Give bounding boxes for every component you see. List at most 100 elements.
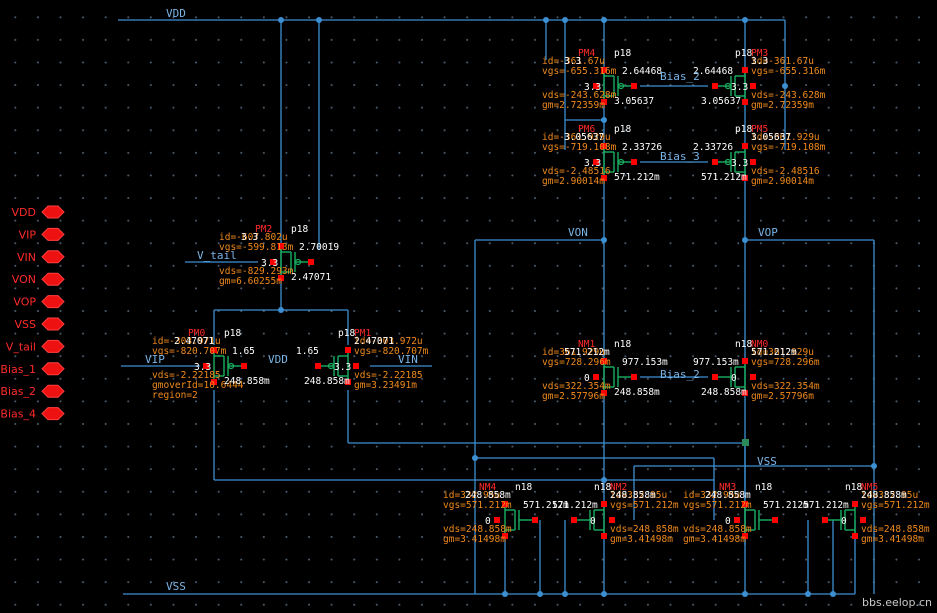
wires [118,19,875,595]
pin-bias_1[interactable]: Bias_1 [0,362,65,376]
op-param: vds=-243.628m [751,90,826,101]
device-model: p18 [614,124,631,135]
device-model: p18 [291,224,308,235]
device-name: NM1 [578,339,595,350]
op-param: gm=2.72359m [542,100,605,111]
transistor-nm5[interactable]: NM5n18id=332.95uvgs=571.212mvds=248.858m… [803,482,930,545]
node-voltage: 3.3 [194,362,211,373]
node-voltage: 3.3 [334,362,351,373]
op-param: vgs=571.212m [443,500,512,511]
op-param: id=332.95u [443,490,500,501]
op-param: gm=3.41498m [861,534,924,545]
pin-bias_2[interactable]: Bias_2 [0,384,65,398]
op-param: vds=-2.48516 [542,166,611,177]
op-param: gm=2.90014m [751,176,814,187]
node-voltage: 3.05637 [614,96,654,107]
op-param: id=-361.929u [542,132,611,143]
pin-list[interactable]: VDD VIP VIN VON VOP VSS V_tailBias_1Bias_2Bias… [0,205,65,421]
node-voltage: 571.212m [751,347,797,358]
op-param: vgs=571.212m [861,500,930,511]
node-voltage: 3.3 [731,82,748,93]
transistor-pm1[interactable]: PM1p18id=-303.972uvgs=-820.707mvds=-2.22… [296,328,429,391]
op-param: id=-361.67u [751,56,814,67]
node-voltage: 571.212m [523,500,569,511]
op-param: vds=-243.628m [542,90,617,101]
pin-vip[interactable]: VIP [19,227,65,241]
op-param: vgs=-655.316m [542,66,617,77]
pin-vdd[interactable]: VDD [12,205,65,219]
node-voltage: 571.212m [701,172,747,183]
transistor-nm0[interactable]: NM0n18id=361.929uvgs=728.296mvds=322.354… [693,339,820,402]
node-voltage: 2.70019 [299,242,339,253]
node-voltage: 571.212m [614,172,660,183]
pin-vin[interactable]: VIN [17,250,65,264]
transistor-pm5[interactable]: PM5p18id=-361.929uvgs=-719.108mvds=-2.48… [693,124,826,187]
net-labels: VDD VSS VON VOP VIP VIN V_tail Bias_2 Bi… [145,7,778,593]
device-model: n18 [735,339,752,350]
pin-label: VIP [19,228,37,241]
node-voltage: 248.858m [610,490,656,501]
node-voltage: 3.3 [584,158,601,169]
op-param: vgs=-820.707m [152,346,227,357]
device-model: n18 [755,482,772,493]
node-voltage: 3.3 [564,56,581,67]
pin-bias_4[interactable]: Bias_4 [0,407,65,421]
node-voltage: 977.153m [622,357,668,368]
pin-vss[interactable]: VSS [15,317,65,331]
op-param: vds=-2.22185 [354,370,423,381]
bias3-label: Bias_3 [660,150,700,163]
node-voltage: 3.05637 [751,132,791,143]
vss-inline-label: VSS [757,455,777,468]
op-param: vds=322.354m [751,381,820,392]
node-voltage: 571.212m [803,500,849,511]
op-param: gm=2.72359m [751,100,814,111]
node-voltage: 3.05637 [564,132,604,143]
transistor-pm3[interactable]: PM3p18id=-361.67uvgs=-655.316mvds=-243.6… [693,48,826,111]
vip-label: VIP [145,353,165,366]
node-voltage: 3.3 [584,82,601,93]
node-voltage: 3.3 [731,158,748,169]
pin-v_tail[interactable]: V_tail [6,339,65,353]
device-model: p18 [614,48,631,59]
transistor-nm2[interactable]: NM2n18id=332.95uvgs=571.212mvds=248.858m… [552,482,679,545]
op-param: id=361.929u [542,347,605,358]
op-param: id=-361.929u [751,132,820,143]
op-param: id=332.95u [683,490,740,501]
device-name: PM3 [751,48,768,59]
pin-label: VON [12,273,36,286]
op-param: gm=2.57796m [542,391,605,402]
device-name: NM4 [479,482,496,493]
op-param: vds=322.354m [542,381,611,392]
vtail-label: V_tail [197,249,237,262]
node-voltage: 248.858m [614,387,660,398]
pin-von[interactable]: VON [12,272,65,286]
device-name: PM0 [188,328,205,339]
op-param: gm=3.41498m [683,534,746,545]
node-voltage: 3.05637 [701,96,741,107]
node-voltage: 0 [584,373,590,384]
node-voltage: 3.3 [261,258,278,269]
pin-label: Bias_2 [0,385,36,398]
junction-dots [278,17,877,597]
op-param: gm=6.60255m [219,276,282,287]
op-param: gm=3.41498m [443,534,506,545]
op-param: id=332.95u [610,490,667,501]
node-voltage: 248.858m [705,490,751,501]
pin-vop[interactable]: VOP [13,295,65,309]
device-model: p18 [735,124,752,135]
node-voltage: 1.65 [296,346,319,357]
node-voltage: 2.47071 [291,272,331,283]
op-param: vds=-2.22185 [152,370,221,381]
node-voltage: 0 [485,516,491,527]
device-model: p18 [224,328,241,339]
node-voltage: 571.212m [564,347,610,358]
